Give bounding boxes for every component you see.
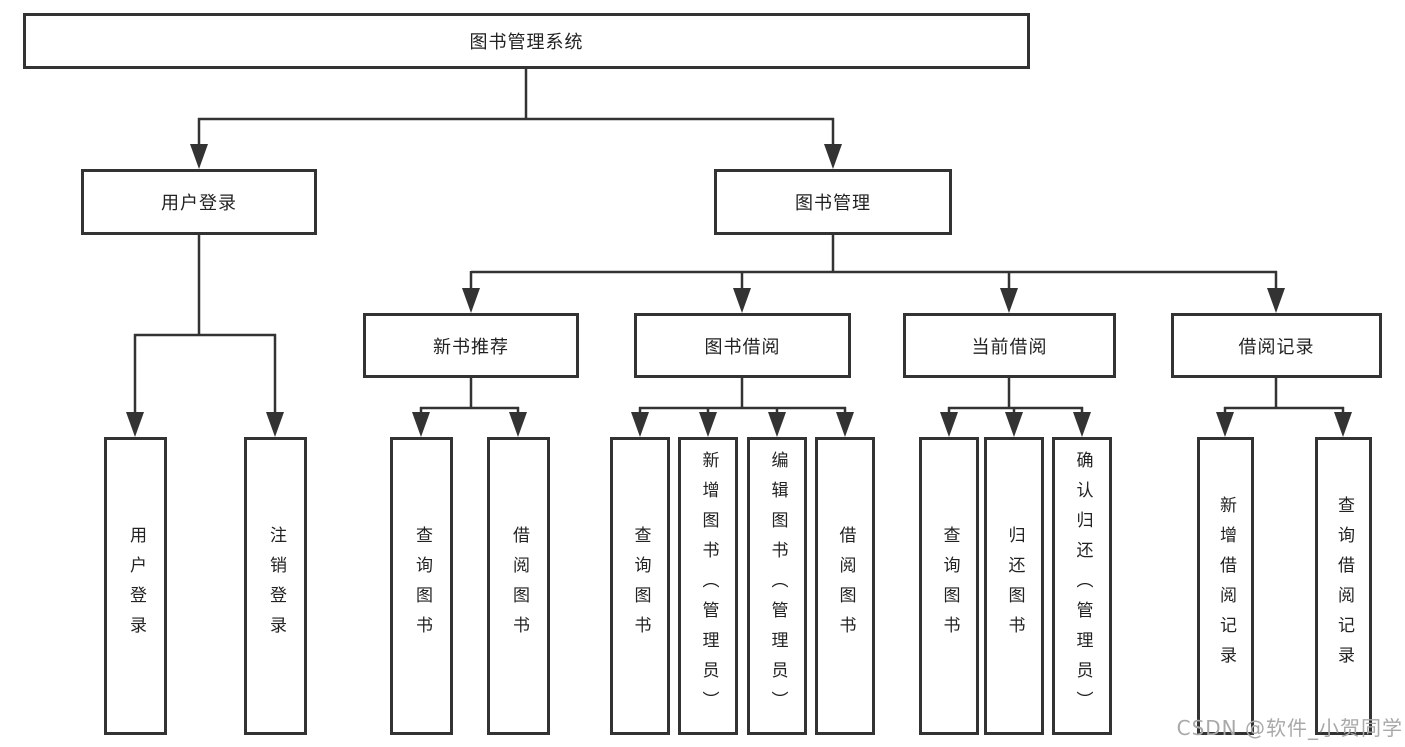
arrow-leaf-9 — [940, 412, 958, 437]
arrow-leaf-8 — [836, 412, 854, 437]
arrow-user-login — [190, 144, 208, 169]
leaf-borrow-books: 借阅图书 — [815, 437, 875, 735]
leaf-confirm-return-admin: 确认归还（管理员） — [1052, 437, 1112, 735]
leaf-borrow-books-recommend-label: 借阅图书 — [509, 526, 529, 646]
leaf-logout-label: 注销登录 — [266, 526, 286, 646]
leaf-query-borrow-record: 查询借阅记录 — [1315, 437, 1372, 735]
node-borrow-records-label: 借阅记录 — [1238, 336, 1315, 358]
arrow-leaf-2 — [266, 412, 284, 437]
node-current-borrow: 当前借阅 — [903, 313, 1116, 378]
leaf-add-book-admin: 新增图书（管理员） — [678, 437, 738, 735]
arrow-leaf-10 — [1005, 412, 1023, 437]
leaf-confirm-return-admin-label: 确认归还（管理员） — [1072, 451, 1093, 721]
node-current-borrow-label: 当前借阅 — [971, 336, 1048, 358]
leaf-query-borrow-record-label: 查询借阅记录 — [1334, 496, 1354, 676]
node-book-borrow: 图书借阅 — [634, 313, 851, 378]
leaf-query-books-current-label: 查询图书 — [939, 526, 960, 646]
node-root: 图书管理系统 — [23, 13, 1030, 69]
arrow-borrow-records — [1267, 288, 1285, 313]
arrowheads — [126, 144, 1352, 437]
leaf-query-books-recommend: 查询图书 — [390, 437, 453, 735]
leaf-query-books-recommend-label: 查询图书 — [412, 526, 432, 646]
arrow-leaf-7 — [768, 412, 786, 437]
arrow-leaf-12 — [1216, 412, 1234, 437]
leaf-user-login: 用户登录 — [104, 437, 167, 735]
watermark: CSDN @软件_小贺同学 — [1176, 716, 1403, 740]
leaf-query-books-borrow-label: 查询图书 — [630, 526, 651, 646]
node-root-label: 图书管理系统 — [469, 32, 584, 53]
arrow-leaf-4 — [509, 412, 527, 437]
leaf-query-books-borrow: 查询图书 — [610, 437, 670, 735]
arrow-leaf-13 — [1334, 412, 1352, 437]
leaf-user-login-label: 用户登录 — [126, 526, 146, 646]
arrow-new-book-recommend — [462, 288, 480, 313]
node-book-borrow-label: 图书借阅 — [704, 336, 781, 358]
node-book-management-label: 图书管理 — [795, 193, 871, 214]
arrow-leaf-1 — [126, 412, 144, 437]
leaf-add-book-admin-label: 新增图书（管理员） — [698, 451, 719, 721]
leaf-return-books-label: 归还图书 — [1004, 526, 1025, 646]
arrow-book-borrow — [733, 288, 751, 313]
node-borrow-records: 借阅记录 — [1171, 313, 1382, 378]
node-book-management: 图书管理 — [714, 169, 952, 235]
leaf-add-borrow-record-label: 新增借阅记录 — [1216, 496, 1236, 676]
leaf-query-books-current: 查询图书 — [919, 437, 979, 735]
arrow-leaf-3 — [412, 412, 430, 437]
node-new-book-recommend-label: 新书推荐 — [433, 336, 509, 358]
node-user-login: 用户登录 — [81, 169, 317, 235]
arrow-leaf-6 — [699, 412, 717, 437]
leaf-borrow-books-recommend: 借阅图书 — [487, 437, 550, 735]
arrow-leaf-5 — [631, 412, 649, 437]
leaf-edit-book-admin-label: 编辑图书（管理员） — [767, 451, 788, 721]
leaf-edit-book-admin: 编辑图书（管理员） — [747, 437, 807, 735]
leaf-logout: 注销登录 — [244, 437, 307, 735]
leaf-return-books: 归还图书 — [984, 437, 1044, 735]
arrow-leaf-11 — [1073, 412, 1091, 437]
leaf-borrow-books-label: 借阅图书 — [835, 526, 856, 646]
arrow-book-management — [824, 144, 842, 169]
arrow-current-borrow — [1000, 288, 1018, 313]
node-new-book-recommend: 新书推荐 — [363, 313, 579, 378]
leaf-add-borrow-record: 新增借阅记录 — [1197, 437, 1254, 735]
node-user-login-label: 用户登录 — [161, 193, 237, 214]
